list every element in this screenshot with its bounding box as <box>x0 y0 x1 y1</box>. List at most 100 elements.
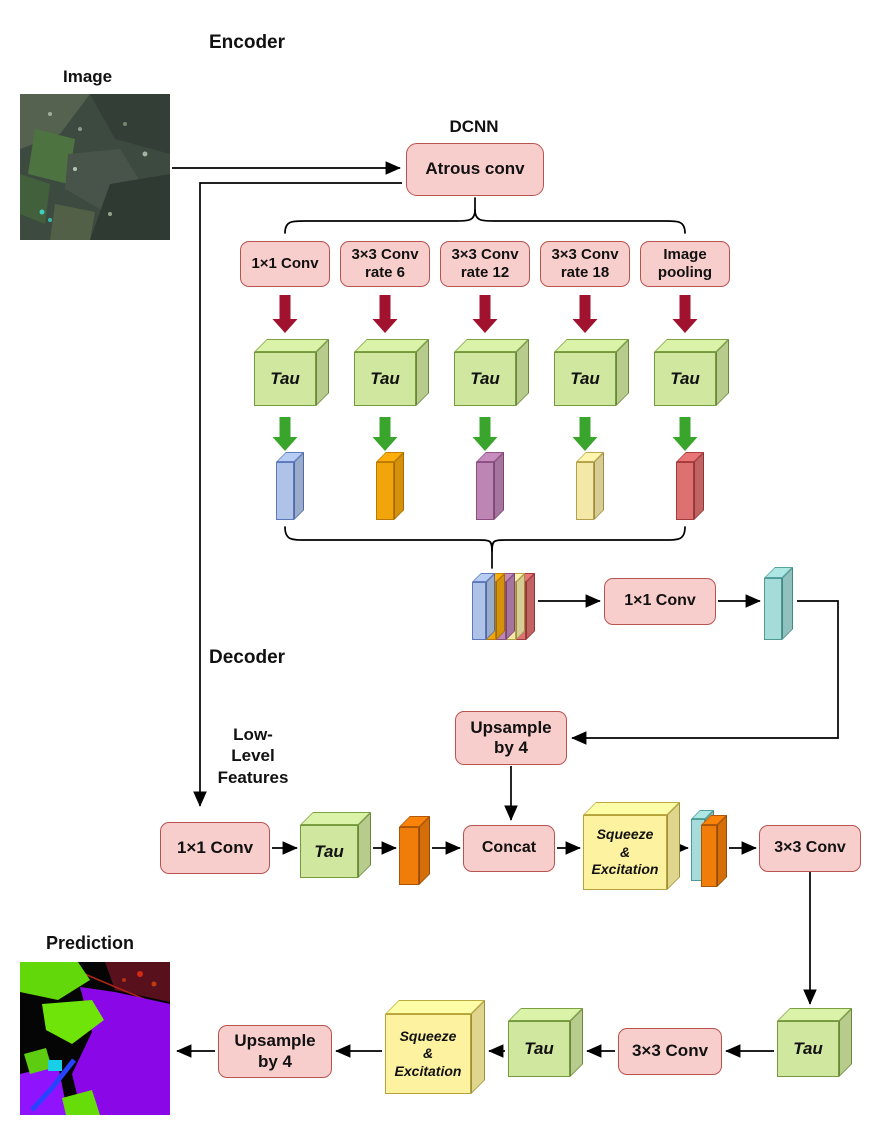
slab-side-face <box>516 573 525 640</box>
se-line3: Excitation <box>591 861 659 878</box>
prediction-label: Prediction <box>46 933 135 953</box>
squeeze-excitation-cube: Squeeze & Excitation <box>583 802 680 890</box>
brace-left <box>284 209 476 234</box>
tau-cube: Tau <box>777 1008 852 1077</box>
cube-side-face <box>358 812 371 878</box>
aspp-branch-rate12-label: 3×3 Conv rate 12 <box>451 246 519 281</box>
green-block-arrow <box>472 417 498 451</box>
slab-front-face <box>472 582 486 640</box>
feature-slab-yellow <box>576 452 604 520</box>
cube-front-face: Tau <box>554 352 616 406</box>
cube-top-face <box>385 1000 485 1014</box>
input-image-label: Image <box>63 67 113 86</box>
tau-cube: Tau <box>454 339 529 406</box>
squeeze-excitation-cube: Squeeze & Excitation <box>385 1000 485 1094</box>
slab-side-face <box>496 573 505 640</box>
slab-side-face <box>494 452 504 520</box>
feature-slab-blue <box>276 452 304 520</box>
cube-front-face: Tau <box>254 352 316 406</box>
atrous-conv-label: Atrous conv <box>425 159 525 179</box>
slab-side-face <box>294 452 304 520</box>
tau-label: Tau <box>470 369 500 388</box>
aspp-branch-rate6-box: 3×3 Conv rate 6 <box>340 241 430 287</box>
cube-front-face: Tau <box>454 352 516 406</box>
slab-side-face <box>694 452 704 520</box>
feature-slab-purple <box>476 452 504 520</box>
aspp-branch-conv1x1-label: 1×1 Conv <box>251 255 319 273</box>
encoder-section-label: Encoder <box>209 32 286 53</box>
feature-slab-red <box>676 452 704 520</box>
cube-side-face <box>667 802 680 890</box>
output-conv3x3-label: 3×3 Conv <box>631 1041 709 1061</box>
atrous-conv-box: Atrous conv <box>406 143 544 196</box>
cube-front-face: Tau <box>354 352 416 406</box>
tau-label: Tau <box>570 369 600 388</box>
tau-label: Tau <box>524 1039 554 1058</box>
prediction-image-graphic <box>20 962 170 1115</box>
encoder-output-slab-cyan <box>764 567 793 640</box>
aspp-branch-rate18-label: 3×3 Conv rate 18 <box>551 246 619 281</box>
arrow-lowlevel-branch <box>193 182 402 807</box>
decoder-section-label: Decoder <box>209 647 286 668</box>
green-block-arrow <box>372 417 398 451</box>
cube-side-face <box>616 339 629 406</box>
cube-front-face: Tau <box>654 352 716 406</box>
output-upsample-label: Upsample by 4 <box>234 1031 316 1071</box>
se-line3: Excitation <box>394 1062 462 1079</box>
aspp-branch-rate18-box: 3×3 Conv rate 18 <box>540 241 630 287</box>
cube-side-face <box>570 1008 583 1077</box>
slab-front-face <box>276 462 294 520</box>
tau-label: Tau <box>370 369 400 388</box>
red-block-arrow <box>672 295 698 333</box>
feature-slab-orange <box>376 452 404 520</box>
green-block-arrow <box>672 417 698 451</box>
aspp-branch-imagepooling-label: Image pooling <box>657 246 713 281</box>
cube-side-face <box>716 339 729 406</box>
lowlevel-feature-slab-orange <box>399 816 430 885</box>
prediction-image <box>20 962 170 1115</box>
cube-front-face: Squeeze & Excitation <box>385 1014 471 1094</box>
projection-conv1x1-box: 1×1 Conv <box>604 578 716 625</box>
upsample-by4-label: Upsample by 4 <box>470 717 552 757</box>
slab-side-face <box>717 815 727 887</box>
tau-cube: Tau <box>508 1008 583 1077</box>
slab-side-face <box>782 567 793 640</box>
input-image-graphic <box>20 94 170 240</box>
tau-label: Tau <box>793 1039 823 1058</box>
aspp-branch-conv1x1-box: 1×1 Conv <box>240 241 330 287</box>
decoder-conv1x1-box: 1×1 Conv <box>160 822 270 874</box>
arrow-slab-to-upsample <box>571 600 839 745</box>
tau-label: Tau <box>314 841 344 861</box>
se-line1: Squeeze <box>399 1027 457 1044</box>
cube-side-face <box>516 339 529 406</box>
collect-brace-left <box>284 526 493 552</box>
cube-side-face <box>839 1008 852 1077</box>
cube-front-face: Tau <box>777 1021 839 1077</box>
slab-side-face <box>526 573 535 640</box>
stacked-slab-blue <box>472 573 495 640</box>
red-block-arrow <box>272 295 298 333</box>
tau-cube: Tau <box>654 339 729 406</box>
fused-slab-orange <box>701 815 727 887</box>
slab-front-face <box>764 578 782 640</box>
tau-cube: Tau <box>354 339 429 406</box>
collect-brace-right <box>491 526 686 552</box>
slab-side-face <box>506 573 515 640</box>
cube-side-face <box>471 1000 485 1094</box>
cube-side-face <box>316 339 329 406</box>
output-upsample-box: Upsample by 4 <box>218 1025 332 1078</box>
green-block-arrow <box>572 417 598 451</box>
low-level-line1: Low- <box>233 725 273 744</box>
cube-top-face <box>583 802 680 815</box>
cube-front-face: Tau <box>508 1021 570 1077</box>
red-block-arrow <box>472 295 498 333</box>
squeeze-excitation-label: Squeeze & Excitation <box>395 1028 462 1081</box>
low-level-line3: Features <box>217 767 289 787</box>
slab-side-face <box>394 452 404 520</box>
slab-front-face <box>676 462 694 520</box>
slab-front-face <box>399 827 419 885</box>
red-block-arrow <box>572 295 598 333</box>
tau-label: Tau <box>670 369 700 388</box>
